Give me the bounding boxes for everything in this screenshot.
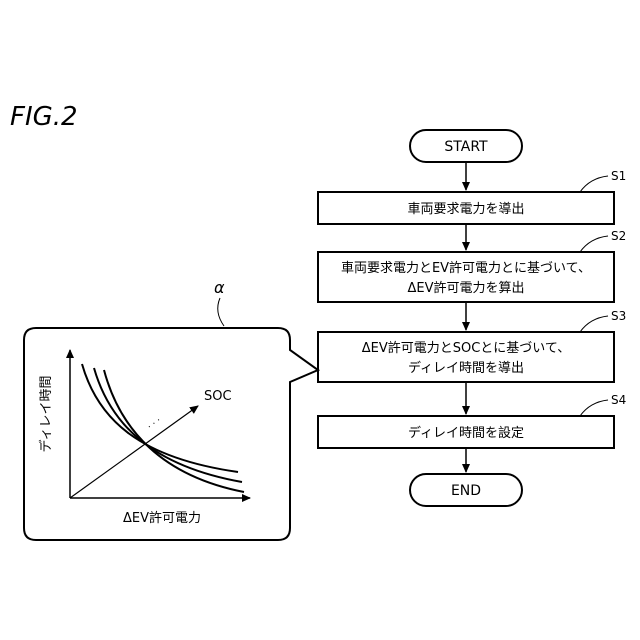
step-s2-text-line1: 車両要求電力とEV許可電力とに基づいて、	[341, 261, 591, 276]
step-s3-text-line1: ΔEV許可電力とSOCとに基づいて、	[362, 341, 571, 356]
step-s3-leader	[580, 316, 608, 332]
step-s1-leader	[580, 176, 608, 192]
step-s4-leader	[580, 400, 608, 416]
step-s1-text: 車両要求電力を導出	[407, 202, 524, 217]
figure-label: FIG.2	[10, 102, 78, 132]
step-s2-text-line2: ΔEV許可電力を算出	[407, 281, 524, 296]
start-terminal: START	[410, 130, 522, 162]
step-s4: ディレイ時間を設定 S4	[318, 393, 626, 448]
step-s2-leader	[580, 236, 608, 252]
start-label: START	[444, 139, 488, 155]
end-label: END	[451, 483, 481, 499]
step-s4-id: S4	[611, 393, 626, 407]
y-axis-label: ディレイ時間	[38, 375, 54, 452]
map-label: α	[214, 278, 225, 297]
step-s2-id: S2	[611, 229, 626, 243]
step-s3: ΔEV許可電力とSOCとに基づいて、 ディレイ時間を導出 S3	[318, 309, 626, 382]
soc-axis-label: SOC	[204, 389, 232, 404]
step-s3-id: S3	[611, 309, 626, 323]
step-s4-text: ディレイ時間を設定	[408, 425, 524, 441]
step-s3-text-line2: ディレイ時間を導出	[408, 360, 524, 376]
step-s2: 車両要求電力とEV許可電力とに基づいて、 ΔEV許可電力を算出 S2	[318, 229, 626, 302]
step-s1: 車両要求電力を導出 S1	[318, 169, 626, 224]
flowchart: START 車両要求電力を導出 S1 車両要求電力とEV許可電力とに基づいて、 …	[318, 130, 626, 506]
callout-frame	[24, 328, 318, 540]
map-callout: α ディレイ時間 ΔEV許可電力 SOC · · ·	[24, 278, 318, 540]
step-s1-id: S1	[611, 169, 626, 183]
x-axis-label: ΔEV許可電力	[123, 511, 201, 526]
map-label-leader	[218, 298, 224, 326]
end-terminal: END	[410, 474, 522, 506]
